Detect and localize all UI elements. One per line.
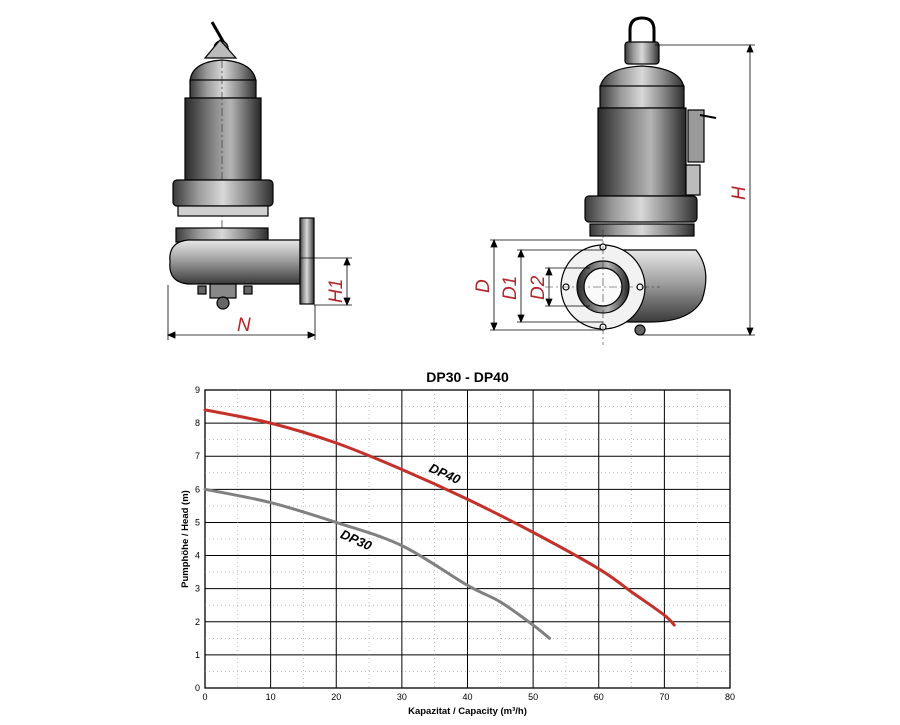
chart-grid bbox=[204, 389, 731, 689]
x-tick-label: 70 bbox=[659, 692, 669, 702]
pump-dimension-drawings: N H1 bbox=[166, 16, 755, 345]
label-h: H bbox=[729, 186, 750, 200]
y-tick-label: 1 bbox=[195, 650, 200, 660]
chart-title: DP30 - DP40 bbox=[426, 369, 509, 385]
x-tick-label: 80 bbox=[725, 692, 735, 702]
chart-series bbox=[203, 408, 676, 640]
dimension-n bbox=[166, 285, 317, 340]
y-tick-label: 8 bbox=[195, 418, 200, 428]
label-d1: D1 bbox=[500, 276, 521, 300]
label-n: N bbox=[237, 315, 251, 336]
y-tick-label: 4 bbox=[195, 551, 200, 561]
label-d2: D2 bbox=[528, 275, 549, 300]
x-tick-label: 60 bbox=[594, 692, 604, 702]
y-tick-label: 6 bbox=[195, 484, 200, 494]
dimension-h bbox=[640, 43, 755, 337]
chart-ticks: 0 1 2 3 4 5 6 7 8 9 0 10 20 30 40 50 60 70 80 bbox=[195, 385, 735, 702]
x-axis-label: Kapazitat / Capacity (m³/h) bbox=[408, 706, 527, 717]
dimension-h1 bbox=[300, 256, 352, 307]
label-h1: H1 bbox=[326, 279, 347, 303]
y-tick-label: 0 bbox=[195, 683, 200, 693]
y-tick-label: 2 bbox=[195, 617, 200, 627]
x-tick-label: 40 bbox=[462, 692, 472, 702]
label-d: D bbox=[473, 279, 494, 293]
series-line-dp40 bbox=[203, 408, 676, 627]
y-tick-label: 7 bbox=[195, 451, 200, 461]
series-line-dp30 bbox=[203, 487, 552, 640]
y-tick-label: 9 bbox=[195, 385, 200, 395]
x-tick-label: 30 bbox=[397, 692, 407, 702]
x-tick-label: 20 bbox=[331, 692, 341, 702]
y-tick-label: 3 bbox=[195, 584, 200, 594]
pump-side-view bbox=[169, 21, 315, 310]
y-tick-label: 5 bbox=[195, 517, 200, 527]
pump-front-view bbox=[545, 16, 717, 345]
dimension-d-d1-d2 bbox=[490, 238, 603, 332]
x-tick-label: 10 bbox=[266, 692, 276, 702]
x-tick-label: 0 bbox=[202, 692, 207, 702]
y-axis-label: Pumphöhe / Head (m) bbox=[180, 490, 191, 588]
x-tick-label: 50 bbox=[528, 692, 538, 702]
